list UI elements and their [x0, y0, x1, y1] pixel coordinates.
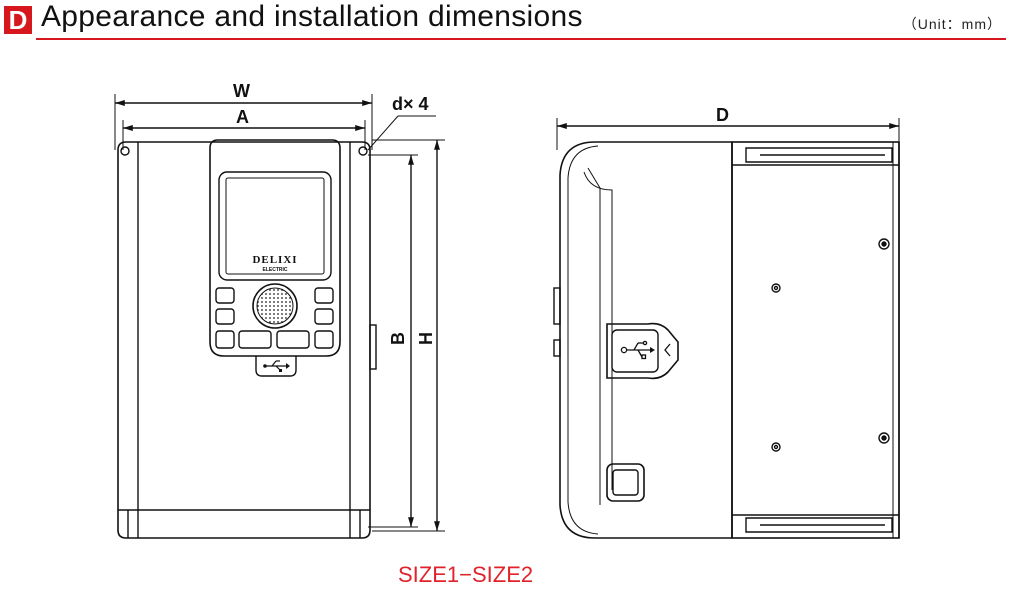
- brand-label: DELIXI: [252, 254, 297, 266]
- keypad-button: [314, 308, 334, 325]
- header-divider: [36, 38, 1006, 40]
- keypad-button: [314, 287, 334, 304]
- brand-sub-label: ELECTRIC: [263, 267, 288, 273]
- width-label: W: [233, 81, 250, 101]
- depth-label: D: [716, 105, 729, 125]
- height-label: H: [416, 332, 436, 345]
- keypad-button: [238, 330, 272, 349]
- keypad-button: [215, 330, 235, 349]
- keypad-button: [215, 287, 235, 304]
- mount-width-label: A: [236, 107, 249, 127]
- side-view: D: [553, 105, 900, 539]
- unit-label: （Unit：mm）: [902, 16, 1002, 32]
- size-caption: SIZE1−SIZE2: [398, 562, 534, 587]
- usb-port-icon: [620, 340, 671, 360]
- keypad-button: [314, 330, 334, 349]
- page-title: Appearance and installation dimensions: [41, 0, 583, 33]
- dial-knob-icon: [252, 283, 298, 329]
- hole-label: d× 4: [392, 94, 429, 114]
- keypad-button: [276, 330, 310, 349]
- front-view: W A d× 4 B H DELIXI ELEC: [114, 81, 445, 539]
- keypad-button: [215, 308, 235, 325]
- usb-icon: [263, 360, 290, 372]
- mount-height-label: B: [388, 332, 408, 345]
- brand-logo-icon: D: [4, 6, 32, 34]
